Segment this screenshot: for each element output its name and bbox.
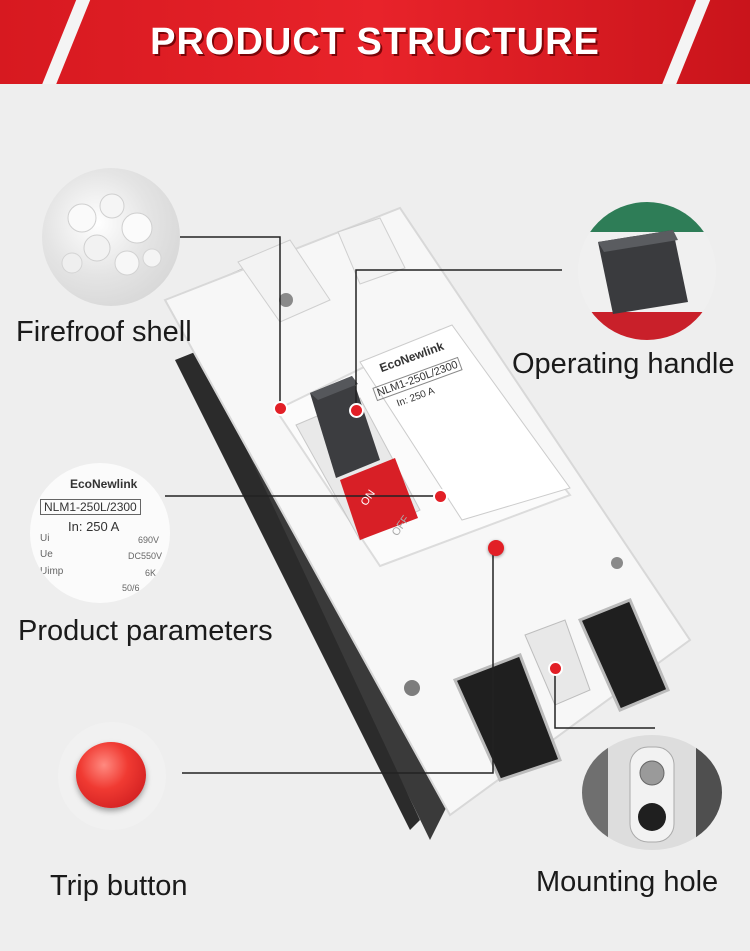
banner-background [0,0,750,84]
handle-zoom [578,202,716,340]
shell-material-zoom [42,168,180,306]
label-params: Product parameters [18,615,273,647]
params-marker-dot [435,491,446,502]
params-zoom: EcoNewlink NLM1-250L/2300 In: 250 A Ui U… [30,463,170,603]
trip-button-icon [76,742,146,808]
shell-marker-dot [275,403,286,414]
mounting-hole-zoom [582,735,722,850]
handle-closeup-image [578,202,716,340]
params-key-ui: Ui [40,533,50,544]
trip-button-zoom [58,722,166,830]
label-mounting: Mounting hole [536,866,719,898]
mounting-hole-closeup [582,735,722,850]
label-handle: Operating handle [512,348,735,380]
params-val-ui: 690V [138,535,160,545]
params-val-uimp: 6K [145,568,157,578]
params-key-uimp: Uimp [40,566,64,577]
params-rating: In: 250 A [68,519,120,534]
page-title: PRODUCT STRUCTURE [150,21,600,63]
params-brand: EcoNewlink [70,477,138,491]
mounting-marker-dot [550,663,561,674]
params-key-ue: Ue [40,549,53,560]
params-model: NLM1-250L/2300 [40,499,141,515]
label-shell: Firefroof shell [16,316,192,348]
granules-image [61,193,162,276]
header-banner: PRODUCT STRUCTURE [0,0,750,84]
handle-marker-dot [351,405,362,416]
trip-button-on-device[interactable] [488,540,504,556]
label-trip: Trip button [50,870,188,902]
params-val-ue: DC550V [128,551,163,561]
params-val-f: 50/6 [122,583,140,593]
